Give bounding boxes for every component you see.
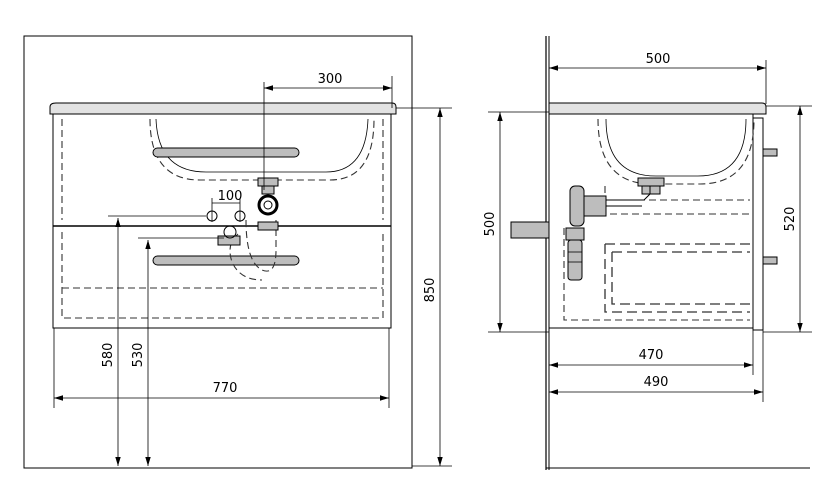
- side-lower-drawer-dashed: [604, 243, 750, 313]
- front-drain-connection: [223, 225, 237, 239]
- front-dim-300-label: 300: [318, 72, 343, 87]
- front-basin-inner: [155, 118, 369, 173]
- front-inner-upper-dashed: [61, 119, 384, 220]
- front-dim-530-label: 530: [131, 343, 146, 368]
- front-wall: [23, 35, 413, 469]
- front-inner-lower-dashed: [61, 232, 384, 319]
- front-upper-handle: [152, 147, 300, 158]
- side-basin-dashed: [597, 118, 755, 185]
- front-view: 300 100 770 850 580 530: [23, 35, 452, 469]
- side-dim-500-left-label: 500: [483, 212, 498, 237]
- front-dim-100-label: 100: [218, 189, 243, 204]
- front-basin-dashed: [149, 118, 375, 181]
- side-countertop: [548, 102, 767, 115]
- front-dim-850-label: 850: [423, 278, 438, 303]
- front-countertop: [49, 102, 397, 115]
- side-drain-pipe: [510, 221, 550, 239]
- side-cabinet-front: [752, 117, 764, 331]
- side-cabinet-inner-dashed: [563, 228, 750, 321]
- front-siphon: [217, 177, 279, 281]
- side-dim-520-label: 520: [783, 207, 798, 232]
- front-lower-handle: [152, 255, 300, 266]
- side-view: 500 500 520 470 490: [483, 36, 812, 470]
- front-cabinet: [52, 113, 392, 329]
- side-dim-490-label: 490: [644, 375, 669, 390]
- front-dim-770-label: 770: [213, 381, 238, 396]
- side-dim-500-top-label: 500: [646, 52, 671, 67]
- side-siphon: [565, 177, 665, 281]
- side-lower-handle: [762, 256, 778, 265]
- front-dim-580-label: 580: [101, 343, 116, 368]
- side-basin-inner: [605, 118, 747, 177]
- side-dim-470-label: 470: [639, 348, 664, 363]
- side-upper-handle: [762, 148, 778, 157]
